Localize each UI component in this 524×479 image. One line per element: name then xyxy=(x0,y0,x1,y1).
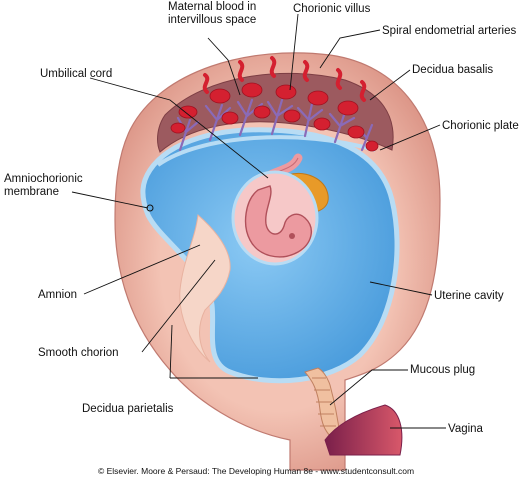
label-chorionic-plate: Chorionic plate xyxy=(442,120,519,132)
smooth-chorion-layer xyxy=(179,213,231,363)
chorionic-villi xyxy=(176,98,374,152)
label-amnion: Amnion xyxy=(38,289,77,301)
label-spiral-arteries: Spiral endometrial arteries xyxy=(382,25,516,37)
label-decidua-basalis: Decidua basalis xyxy=(412,64,493,76)
maternal-blood xyxy=(170,82,379,152)
label-uterine-cavity: Uterine cavity xyxy=(434,290,504,302)
membrane-marker xyxy=(146,204,154,212)
chorionic-plate-layer xyxy=(156,135,376,167)
label-amniochorionic-line1: Amniochorionic xyxy=(4,173,83,185)
labels: Maternal blood in intervillous space Cho… xyxy=(4,1,519,476)
label-maternal-blood-line1: Maternal blood in xyxy=(168,1,256,13)
label-vagina: Vagina xyxy=(448,423,484,435)
label-decidua-parietalis: Decidua parietalis xyxy=(82,403,174,415)
label-amniochorionic-line2: membrane xyxy=(4,186,59,198)
vagina-region xyxy=(324,404,403,456)
label-umbilical-cord: Umbilical cord xyxy=(40,68,112,80)
spiral-endometrial-arteries xyxy=(202,56,367,102)
embryo xyxy=(231,170,319,266)
label-chorionic-villus: Chorionic villus xyxy=(293,3,371,15)
copyright-credit: © Elsevier. Moore & Persaud: The Develop… xyxy=(98,466,414,476)
label-smooth-chorion: Smooth chorion xyxy=(38,347,119,359)
leader-lines xyxy=(71,13,446,429)
label-mucous-plug: Mucous plug xyxy=(410,364,475,376)
label-maternal-blood-line2: intervillous space xyxy=(168,14,256,26)
